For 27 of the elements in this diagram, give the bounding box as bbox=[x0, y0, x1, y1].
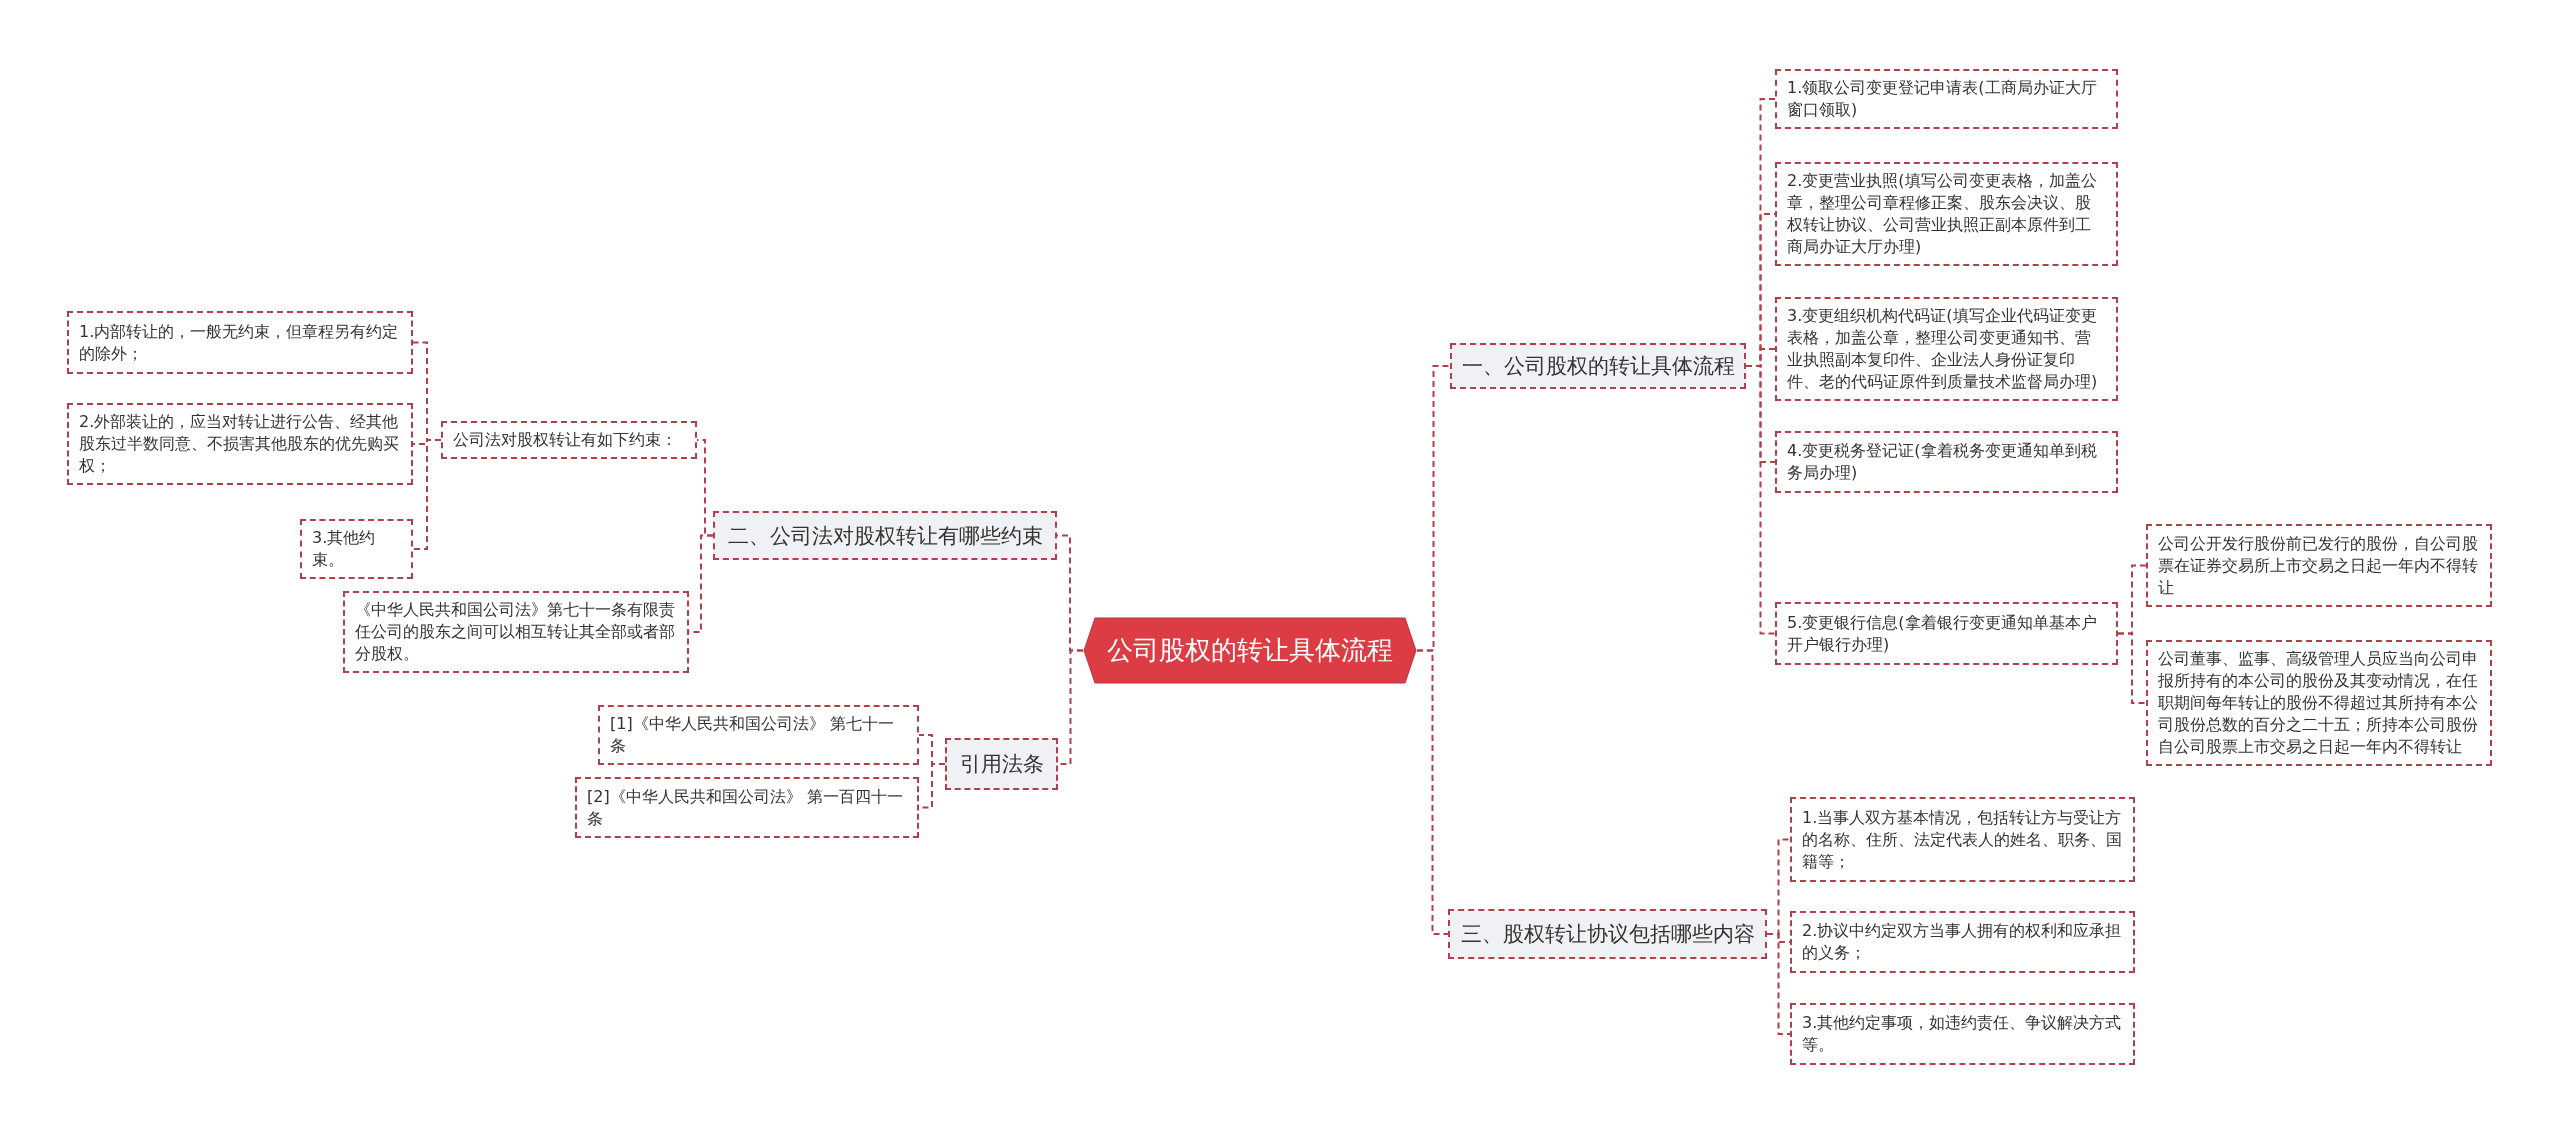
subtopic-box: 3.其他约定事项，如违约责任、争议解决方式等。 bbox=[1790, 1003, 2135, 1065]
subtopic-box: 2.协议中约定双方当事人拥有的权利和应承担的义务； bbox=[1790, 911, 2135, 973]
connector bbox=[2117, 632, 2147, 704]
subtopic-box: 3.其他约束。 bbox=[300, 519, 413, 579]
subtopic-box: 《中华人民共和国公司法》第七十一条有限责任公司的股东之间可以相互转让其全部或者部分股权。 bbox=[343, 591, 689, 673]
subtopic-box: [1]《中华人民共和国公司法》 第七十一条 bbox=[598, 705, 919, 765]
subtopic-box: 1.当事人双方基本情况，包括转让方与受让方的名称、住所、法定代表人的姓名、职务、国籍等； bbox=[1790, 797, 2135, 882]
subtopic-box: 1.领取公司变更登记申请表(工商局办证大厅窗口领取) bbox=[1775, 69, 2118, 129]
topic-box: 一、公司股权的转让具体流程 bbox=[1450, 343, 1746, 389]
subtopic-box: 2.外部装让的，应当对转让进行公告、经其他股东过半数同意、不损害其他股东的优先购买权； bbox=[67, 403, 413, 485]
subtopic-box: 公司公开发行股份前已发行的股份，自公司股票在证券交易所上市交易之日起一年内不得转让 bbox=[2146, 524, 2492, 607]
subtopic-box: 3.变更组织机构代码证(填写企业代码证变更表格，加盖公章，整理公司变更通知书、营业执照副本复印件、企业法人身份证复印件、老的代码证原件到质量技术监督局办理) bbox=[1775, 297, 2118, 401]
subtopic-box: 4.变更税务登记证(拿着税务变更通知单到税务局办理) bbox=[1775, 431, 2118, 493]
topic-box: 三、股权转让协议包括哪些内容 bbox=[1448, 909, 1767, 959]
subtopic-box: [2]《中华人民共和国公司法》 第一百四十一条 bbox=[575, 777, 919, 838]
subtopic-box: 5.变更银行信息(拿着银行变更通知单基本户开户银行办理) bbox=[1775, 602, 2118, 665]
topic-box: 二、公司法对股权转让有哪些约束 bbox=[713, 511, 1057, 560]
connector bbox=[1745, 365, 1776, 635]
subtopic-box: 2.变更营业执照(填写公司变更表格，加盖公章，整理公司章程修正案、股东会决议、股权转让协议、公司营业执照正副本原件到工商局办证大厅办理) bbox=[1775, 162, 2118, 266]
connector bbox=[1416, 649, 1449, 935]
connector bbox=[1766, 933, 1791, 1035]
subtopic-box: 1.内部转让的，一般无约束，但章程另有约定的除外； bbox=[67, 311, 413, 374]
subtopic-box: 公司法对股权转让有如下约束： bbox=[441, 421, 697, 459]
central-topic: 公司股权的转让具体流程 bbox=[1083, 617, 1417, 684]
connector bbox=[412, 439, 442, 550]
subtopic-box: 公司董事、监事、高级管理人员应当向公司申报所持有的本公司的股份及其变动情况，在任职期间每年转让的股份不得超过其所持有本公司股份总数的百分之二十五；所持本公司股份自公司股票上市交易之日起一年内不得转让 bbox=[2146, 640, 2492, 766]
topic-box: 引用法条 bbox=[945, 738, 1058, 790]
